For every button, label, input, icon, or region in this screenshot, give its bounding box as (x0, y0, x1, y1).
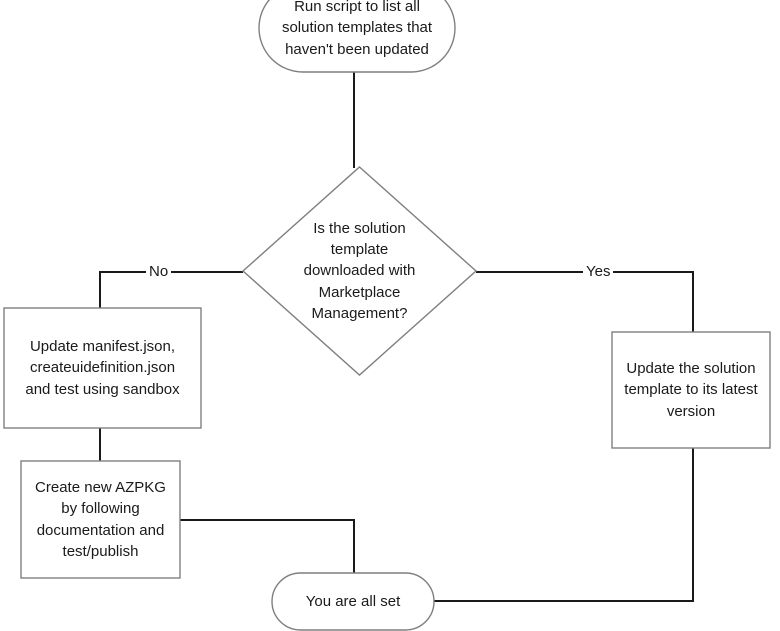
node-update-files-shape (3, 307, 202, 429)
node-decision-shape (241, 166, 478, 376)
edge-label-yes: Yes (583, 264, 614, 279)
node-start-shape (258, 0, 456, 73)
node-end-shape (271, 572, 435, 631)
connector-lines (99, 72, 694, 602)
connector-decision-no-to-update-files (99, 271, 243, 309)
edge-label-no: No (146, 264, 172, 279)
connector-create-azpkg-to-end (180, 519, 355, 574)
node-update-template-shape (611, 331, 771, 449)
connector-update-template-to-end (434, 447, 694, 602)
connector-decision-yes-to-update-template (476, 271, 694, 333)
node-create-azpkg-shape (20, 460, 181, 579)
